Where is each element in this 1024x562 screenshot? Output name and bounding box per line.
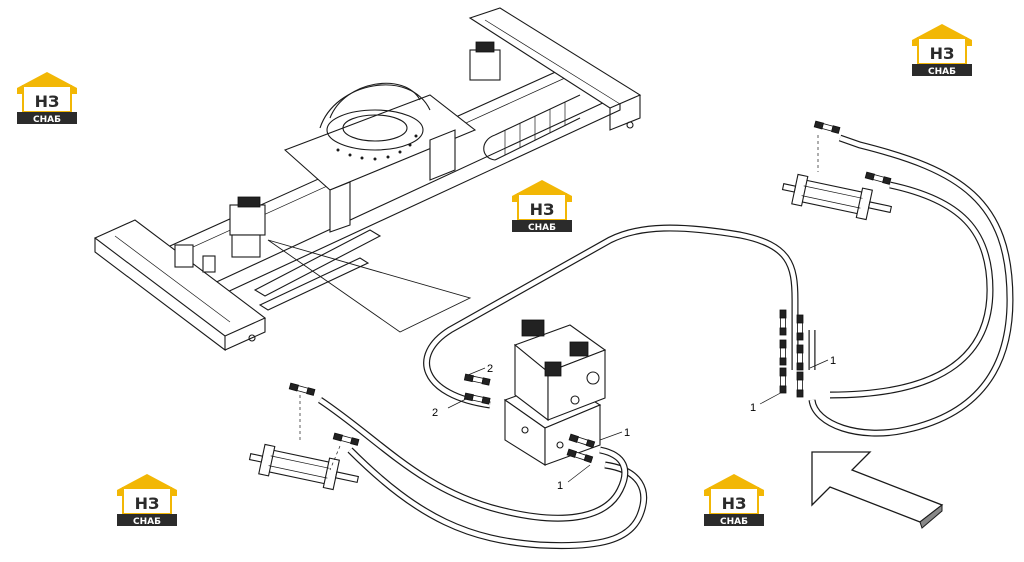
label-right-upper: 1: [830, 355, 836, 367]
label-center-upper: 1: [624, 427, 630, 439]
cable-drag-chain: [483, 94, 581, 161]
watermark-logo-letters: НЗ: [930, 44, 955, 63]
main-beam: [148, 69, 622, 286]
left-hydraulic-cylinder: [246, 395, 362, 495]
watermark-text: СНАБ: [720, 517, 748, 527]
label-left-upper: 2: [487, 363, 493, 375]
hose-right-loop: [808, 134, 1014, 437]
frame-valve-block: [229, 196, 266, 258]
hose-bottom-loop: [347, 447, 648, 550]
watermark-logo-top-right: НЗ СНАБ: [911, 23, 973, 77]
watermark-logo-letters: НЗ: [135, 494, 160, 513]
watermark-logo-letters: НЗ: [35, 92, 60, 111]
label-right-lower: 1: [750, 402, 756, 414]
detail-callout: [267, 239, 472, 333]
watermark-text: СНАБ: [33, 115, 61, 125]
turntable-plate: [283, 94, 477, 191]
watermark-logo-center: НЗ СНАБ: [511, 179, 573, 233]
right-hydraulic-cylinder: [779, 135, 895, 225]
central-valve-block: [503, 319, 607, 466]
label-left-lower: 2: [432, 407, 438, 419]
hose-bottom-inner: [318, 397, 629, 522]
watermark-logo-bottom-right: НЗ СНАБ: [703, 473, 765, 527]
part-callouts: 2 2 1 1 1 1: [432, 355, 836, 492]
front-direction-arrow: [811, 451, 944, 529]
watermark-logo-letters: НЗ: [722, 494, 747, 513]
label-center-lower: 1: [557, 480, 563, 492]
watermark-logo-bottom-left: НЗ СНАБ: [116, 473, 178, 527]
watermark-text: СНАБ: [528, 223, 556, 233]
hose-large-loop: [423, 224, 799, 409]
watermark-text: СНАБ: [928, 67, 956, 77]
fitting-left-upper: [463, 373, 491, 386]
watermark-text: СНАБ: [133, 517, 161, 527]
upper-frame-valve: [469, 41, 501, 81]
watermark-logo-letters: НЗ: [530, 200, 555, 219]
watermark-logo-top-left: НЗ СНАБ: [16, 71, 78, 125]
hose-right-upper: [829, 181, 994, 399]
machine-frame-assembly: [93, 7, 642, 352]
